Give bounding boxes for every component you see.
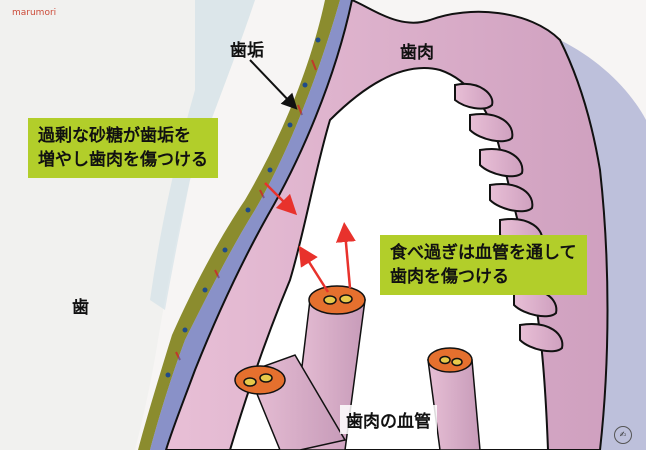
- callout-sugar-line2: 増やし歯肉を傷つける: [38, 148, 208, 172]
- plaque-label-arrow: [250, 60, 292, 104]
- label-gum-vessels: 歯肉の血管: [340, 405, 437, 434]
- label-gum: 歯肉: [400, 38, 434, 63]
- label-plaque: 歯垢: [230, 36, 264, 61]
- callout-overeat: 食べ過ぎは血管を通して 歯肉を傷つける: [380, 235, 587, 295]
- brand-logo: marumori: [12, 8, 56, 18]
- artist-signature: ✍: [614, 426, 632, 444]
- callout-sugar: 過剰な砂糖が歯垢を 増やし歯肉を傷つける: [28, 118, 218, 178]
- callout-overeat-line2: 歯肉を傷つける: [390, 265, 577, 289]
- callout-sugar-line1: 過剰な砂糖が歯垢を: [38, 124, 208, 148]
- callout-overeat-line1: 食べ過ぎは血管を通して: [390, 241, 577, 265]
- label-tooth: 歯: [72, 293, 89, 318]
